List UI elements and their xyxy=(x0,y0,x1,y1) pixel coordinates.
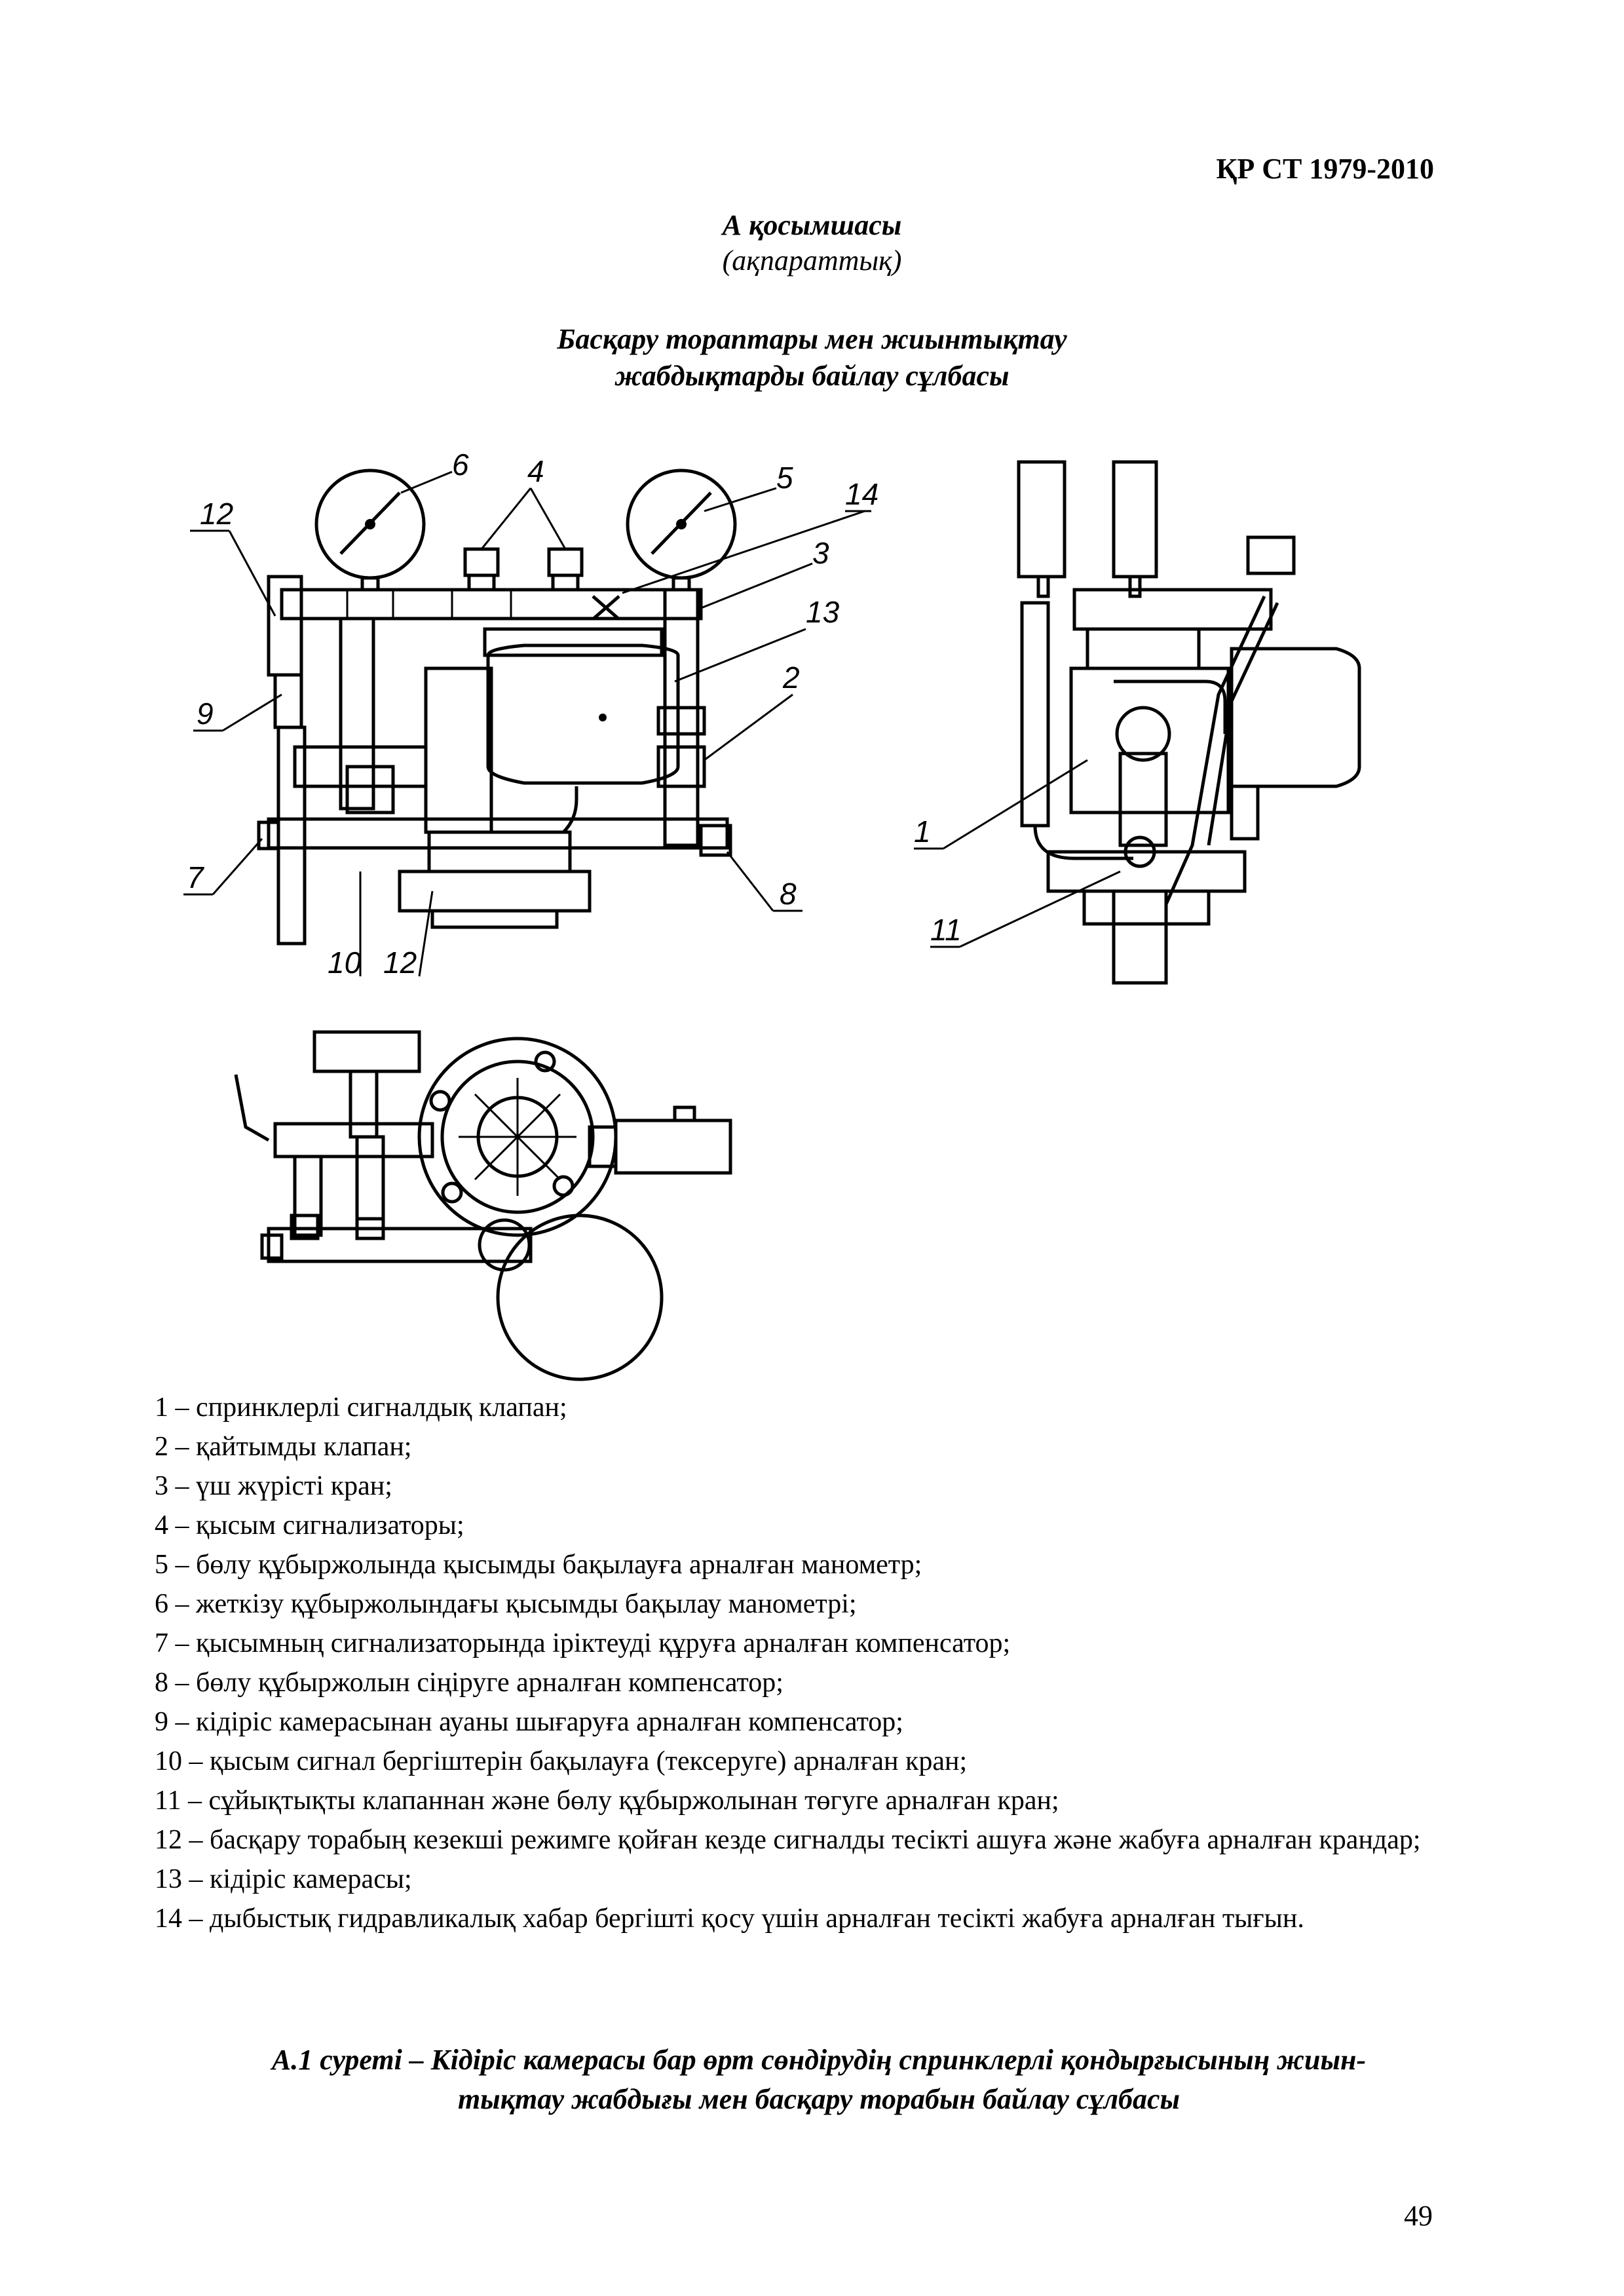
annex-title: А қосымшасы xyxy=(722,209,902,241)
label-14: 14 xyxy=(845,477,878,511)
front-view: 6 4 5 14 3 13 2 12 9 7 8 10 12 xyxy=(183,448,878,980)
legend-list: 1 – спринклерлі сигналдық клапан; 2 – қа… xyxy=(155,1388,1452,1938)
pressure-switch-4b xyxy=(547,547,584,577)
side-view: 1 11 xyxy=(914,460,1361,985)
legend-item: 12 – басқару торабың кезекші режимге қой… xyxy=(155,1825,1421,1855)
section-title-line1: Басқару тораптары мен жиынтықтау xyxy=(557,323,1067,355)
label-11: 11 xyxy=(930,913,962,947)
label-9: 9 xyxy=(197,697,214,731)
legend-item: 1 – спринклерлі сигналдық клапан; xyxy=(155,1392,567,1423)
standard-number: ҚР СТ 1979-2010 xyxy=(1216,153,1434,185)
label-4: 4 xyxy=(527,454,544,488)
label-3: 3 xyxy=(812,536,829,570)
label-6: 6 xyxy=(452,448,469,482)
figure-caption: А.1 суреті – Кідіріс камерасы бар өрт сө… xyxy=(151,2040,1487,2119)
page-number: 49 xyxy=(1404,2200,1433,2232)
caption-line1: А.1 суреті – Кідіріс камерасы бар өрт сө… xyxy=(271,2044,1367,2076)
delay-chamber-13 xyxy=(486,643,680,785)
label-7: 7 xyxy=(187,860,204,894)
label-1: 1 xyxy=(914,814,931,849)
label-2: 2 xyxy=(782,660,800,695)
label-10: 10 xyxy=(328,946,362,980)
legend-item: 8 – бөлу құбыржолын сіңіруге арналған ко… xyxy=(155,1668,784,1698)
legend-item: 5 – бөлу құбыржолында қысымды бақылауға … xyxy=(155,1550,922,1580)
label-12-bottom: 12 xyxy=(383,946,417,980)
upper-pipe xyxy=(280,588,703,621)
legend-item: 2 – қайтымды клапан; xyxy=(155,1432,412,1462)
label-13: 13 xyxy=(806,595,840,629)
pressure-switch-4a xyxy=(463,547,500,577)
label-8: 8 xyxy=(780,877,797,911)
vertical-pipe-right xyxy=(663,588,700,847)
delay-chamber-side xyxy=(1230,647,1361,788)
legend-item: 11 – сұйықтықты клапаннан және бөлу құбы… xyxy=(155,1786,1059,1816)
label-12-top: 12 xyxy=(200,497,233,531)
top-view xyxy=(234,1030,732,1381)
lower-pipe xyxy=(267,817,729,850)
annex-subtitle: (ақпараттық) xyxy=(722,244,902,277)
legend-item: 10 – қысым сигнал бергіштерін бақылауға … xyxy=(155,1746,968,1776)
legend-item: 9 – кідіріс камерасынан ауаны шығаруға а… xyxy=(155,1707,903,1737)
section-title-line2: жабдықтарды байлау сұлбасы xyxy=(614,360,1010,392)
legend-item: 7 – қысымның сигнализаторында іріктеуді … xyxy=(155,1628,1011,1658)
caption-line2: тықтау жабдығы мен басқару торабын байла… xyxy=(457,2083,1180,2115)
piping-diagram: 6 4 5 14 3 13 2 12 9 7 8 10 12 xyxy=(183,448,1361,1381)
legend-item: 4 – қысым сигнализаторы; xyxy=(155,1510,464,1540)
legend-item: 14 – дыбыстық гидравликалық хабар бергіш… xyxy=(155,1904,1304,1934)
legend-item: 3 – үш жүрісті кран; xyxy=(155,1471,392,1501)
legend-item: 6 – жеткізу құбыржолындағы қысымды бақыл… xyxy=(155,1589,857,1619)
legend-item: 13 – кідіріс камерасы; xyxy=(155,1864,412,1894)
label-5: 5 xyxy=(776,461,793,495)
